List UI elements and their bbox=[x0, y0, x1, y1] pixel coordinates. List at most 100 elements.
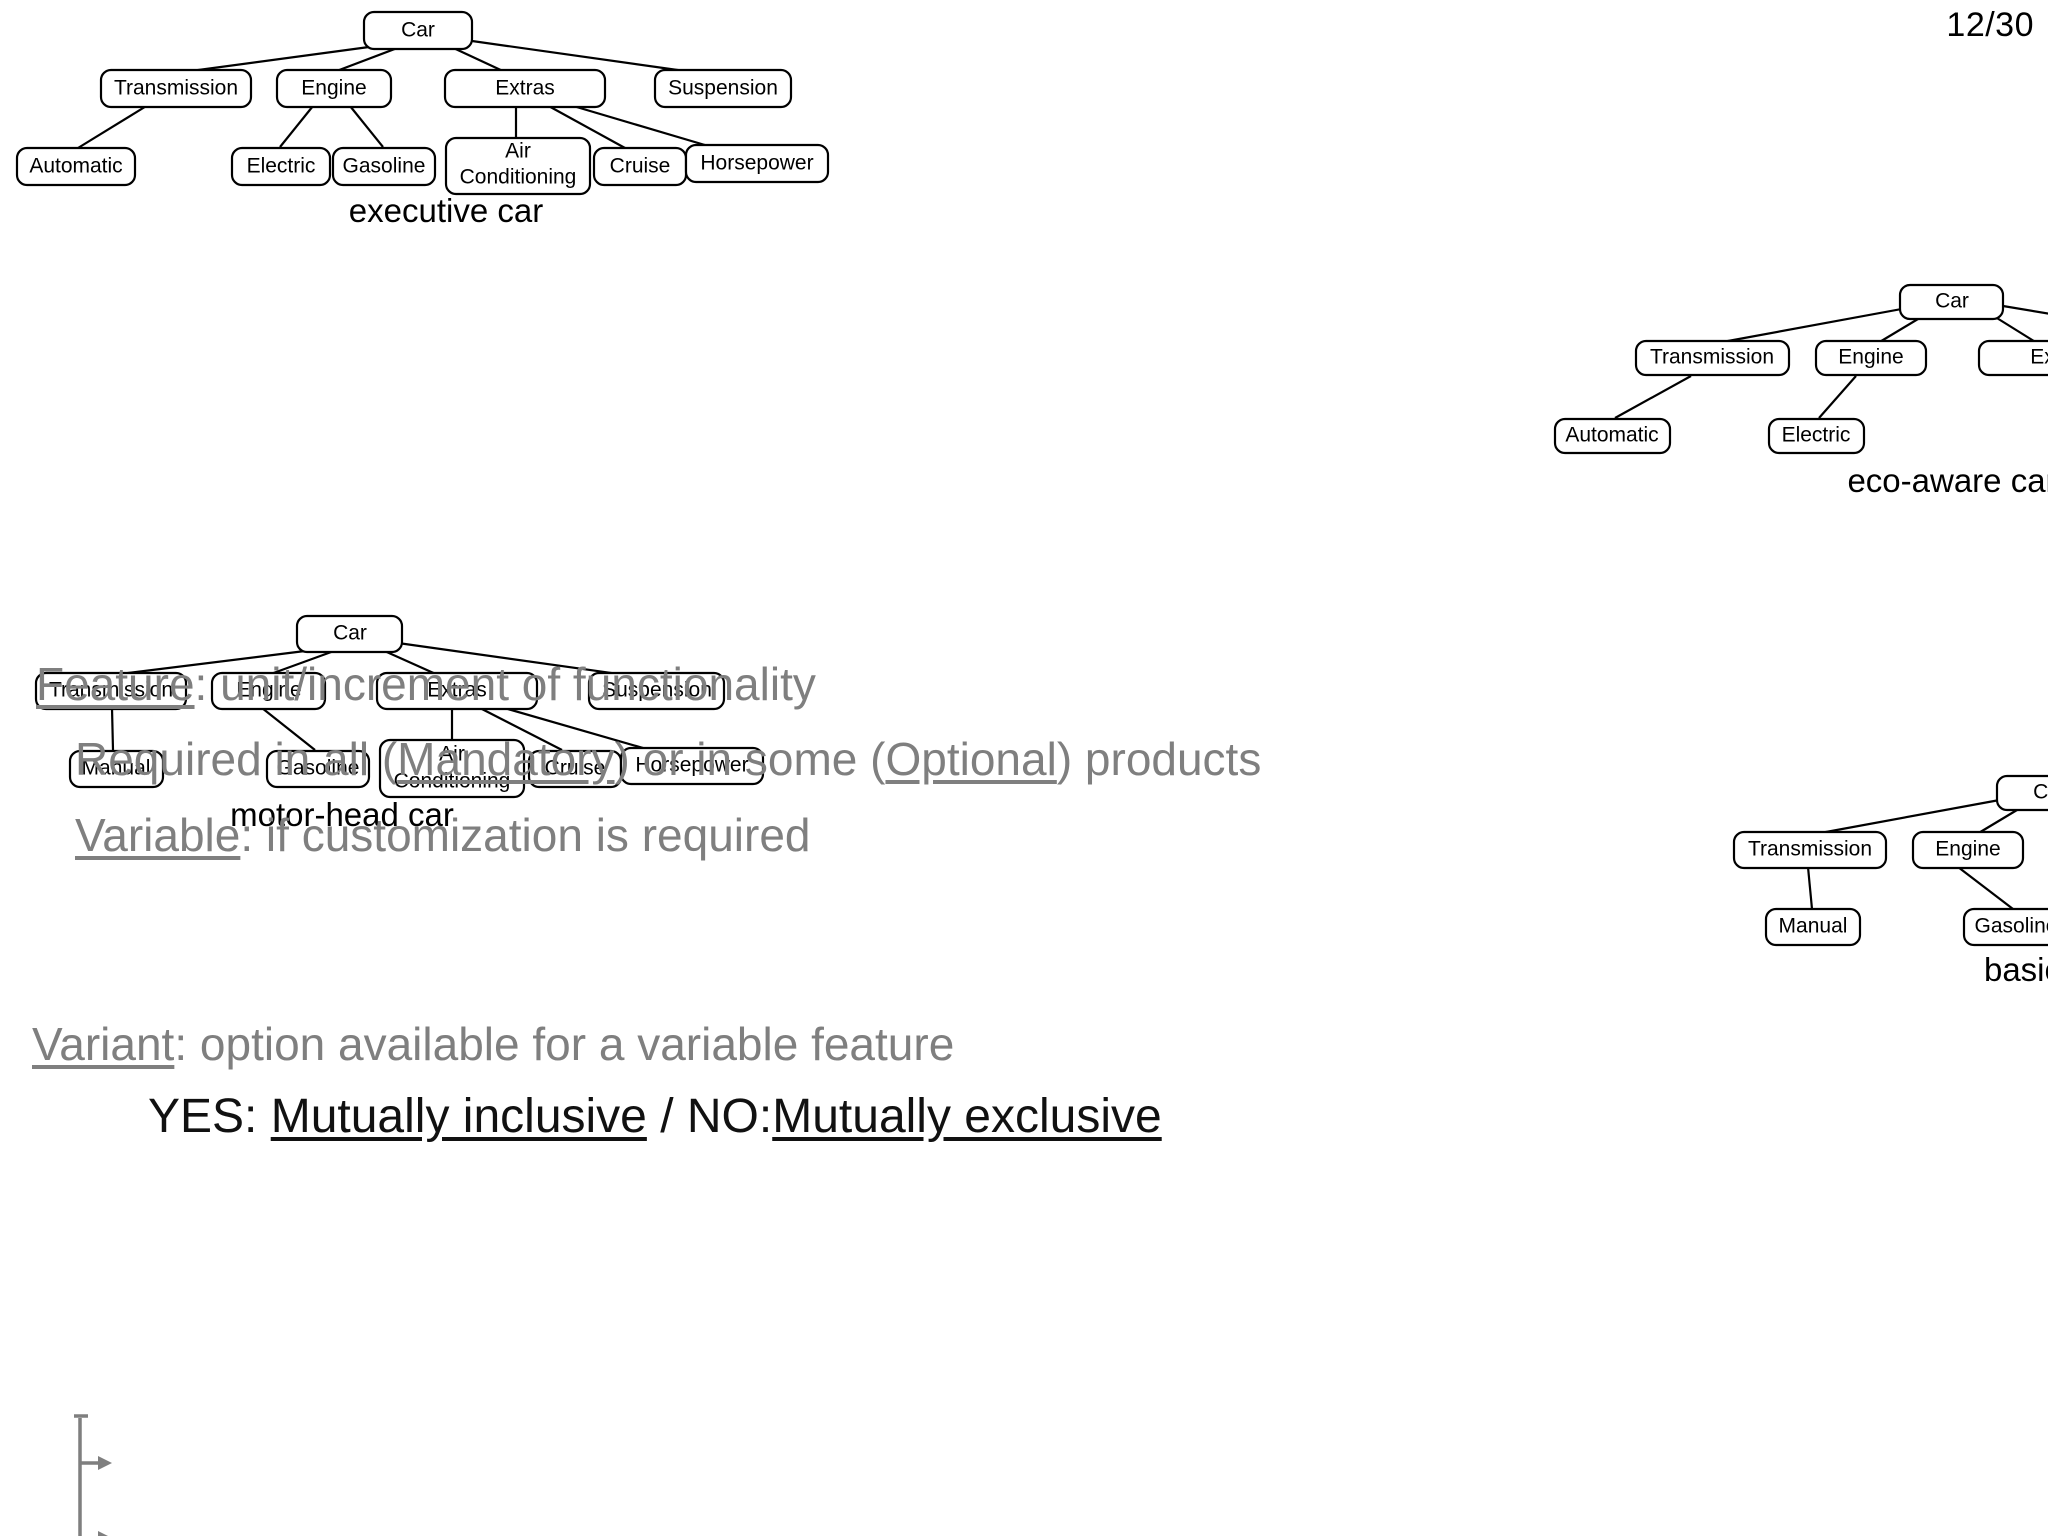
node-gasoline[interactable]: Gasoline bbox=[1962, 907, 2048, 947]
tree-caption-executive-car: executive car bbox=[349, 192, 543, 229]
tree-caption-eco-aware-car: eco-aware car bbox=[1847, 462, 2048, 499]
node-label: Car bbox=[1935, 290, 1969, 313]
node-air-conditioning[interactable]: Air Conditioning bbox=[378, 738, 526, 799]
note-no-value: Mutually exclusive bbox=[772, 1090, 1162, 1143]
node-automatic[interactable]: Automatic bbox=[15, 146, 137, 187]
node-engine[interactable]: Engine bbox=[1911, 830, 2025, 870]
tree-caption-basic-car: basic car bbox=[1984, 951, 2048, 988]
node-engine[interactable]: Engine bbox=[275, 68, 393, 109]
note-required-optional: Optional bbox=[885, 733, 1057, 785]
node-extras[interactable]: Extras bbox=[375, 671, 539, 711]
node-transmission[interactable]: Transmission bbox=[34, 671, 188, 711]
note-required: Required in all (Mandatory) or in some (… bbox=[75, 735, 1261, 784]
tree-caption-motor-head-car: motor-head car bbox=[230, 796, 454, 833]
node-label: Manual bbox=[1779, 915, 1848, 938]
node-label: Horsepower bbox=[635, 754, 748, 777]
node-label: Engine bbox=[236, 679, 301, 702]
tree-eco-aware-car: Car Transmission Engine Extras Suspensio… bbox=[1553, 283, 2048, 499]
node-label: Extras bbox=[495, 77, 555, 100]
note-separator: / bbox=[646, 1090, 687, 1143]
note-variable-term: Variable bbox=[75, 809, 241, 861]
node-car[interactable]: Car bbox=[1995, 774, 2048, 812]
node-extras[interactable]: Extras bbox=[1977, 339, 2048, 377]
node-gasoline[interactable]: Gasoline bbox=[265, 749, 371, 789]
node-label: Suspension bbox=[602, 679, 712, 702]
note-yes-label: YES: bbox=[148, 1090, 271, 1143]
note-yes-no: YES: Mutually inclusive / NO:Mutually ex… bbox=[148, 1090, 1162, 1143]
node-transmission[interactable]: Transmission bbox=[1634, 339, 1791, 377]
node-label: Gasoline bbox=[277, 757, 360, 780]
node-transmission[interactable]: Transmission bbox=[1732, 830, 1888, 870]
node-label: Automatic bbox=[29, 155, 122, 178]
node-label: Transmission bbox=[1748, 838, 1872, 861]
node-engine[interactable]: Engine bbox=[1814, 339, 1928, 377]
note-feature: Feature: unit/increment of functionality bbox=[36, 660, 816, 709]
note-required-pre: Required in all ( bbox=[75, 733, 398, 785]
node-car[interactable]: Car bbox=[295, 614, 404, 654]
node-transmission[interactable]: Transmission bbox=[99, 68, 253, 109]
note-variable: Variable: if customization is required bbox=[75, 811, 811, 860]
node-electric[interactable]: Electric bbox=[1767, 417, 1866, 455]
note-required-mandatory: Mandatory bbox=[397, 733, 615, 785]
node-label: Engine bbox=[301, 77, 366, 100]
tree-edges bbox=[110, 641, 651, 752]
node-label: Transmission bbox=[114, 77, 238, 100]
node-label: Gasoline bbox=[343, 155, 426, 178]
node-label: Manual bbox=[82, 757, 151, 780]
node-label: Electric bbox=[247, 155, 316, 178]
node-car[interactable]: Car bbox=[362, 10, 474, 51]
node-cruise[interactable]: Cruise bbox=[592, 146, 688, 187]
note-feature-def: : unit/increment of functionality bbox=[194, 658, 816, 710]
node-label: Air bbox=[505, 140, 531, 163]
node-suspension[interactable]: Suspension bbox=[587, 671, 726, 711]
note-variable-def: : if customization is required bbox=[240, 809, 811, 861]
node-engine[interactable]: Engine bbox=[210, 671, 327, 711]
note-required-post: ) products bbox=[1056, 733, 1262, 785]
variant-dashed-connector bbox=[30, 1180, 290, 1510]
node-air-conditioning[interactable]: Air Conditioning bbox=[444, 136, 592, 196]
node-label: Suspension bbox=[668, 77, 778, 100]
node-automatic[interactable]: Automatic bbox=[1553, 417, 1672, 455]
node-label: Conditioning bbox=[460, 166, 577, 189]
node-label: Automatic bbox=[1565, 424, 1658, 447]
node-label: Car bbox=[401, 19, 435, 42]
node-label: Horsepower bbox=[700, 152, 813, 175]
note-variant: Variant: option available for a variable… bbox=[32, 1020, 954, 1069]
node-label: Car bbox=[333, 622, 367, 645]
note-no-label: NO: bbox=[686, 1090, 773, 1143]
node-label: Conditioning bbox=[394, 770, 511, 793]
node-suspension[interactable]: Suspension bbox=[653, 68, 793, 109]
tree-executive-car: Car Transmission Engine Extras Suspensio… bbox=[15, 10, 830, 229]
node-horsepower[interactable]: Horsepower bbox=[619, 746, 765, 786]
node-label: Extras bbox=[2030, 346, 2048, 369]
node-horsepower[interactable]: Horsepower bbox=[684, 143, 830, 184]
node-label: Engine bbox=[1838, 346, 1903, 369]
note-variant-term: Variant bbox=[32, 1018, 175, 1070]
node-extras[interactable]: Extras bbox=[443, 68, 607, 109]
node-label: Extras bbox=[427, 679, 487, 702]
node-electric[interactable]: Electric bbox=[230, 146, 332, 187]
node-label: Car bbox=[2033, 781, 2048, 804]
page-number: 12/30 bbox=[1946, 6, 2034, 44]
note-feature-term: Feature bbox=[36, 658, 195, 710]
note-required-mid: ) or in some ( bbox=[614, 733, 886, 785]
node-manual[interactable]: Manual bbox=[68, 749, 165, 789]
node-cruise[interactable]: Cruise bbox=[527, 749, 623, 789]
feature-bracket-connector bbox=[74, 1414, 112, 1536]
node-gasoline[interactable]: Gasoline bbox=[331, 146, 437, 187]
node-label: Gasoline bbox=[1975, 915, 2048, 938]
node-label: Transmission bbox=[1650, 346, 1774, 369]
bracket-arrowhead-1 bbox=[98, 1456, 112, 1470]
node-label: Air bbox=[439, 743, 465, 766]
bracket-arrowhead-2 bbox=[98, 1531, 108, 1536]
note-yes-value: Mutually inclusive bbox=[270, 1090, 647, 1143]
node-car[interactable]: Car bbox=[1898, 283, 2005, 321]
note-variant-def: : option available for a variable featur… bbox=[174, 1018, 955, 1070]
node-label: Cruise bbox=[610, 155, 671, 178]
node-label: Transmission bbox=[49, 679, 173, 702]
node-label: Engine bbox=[1935, 838, 2000, 861]
node-manual[interactable]: Manual bbox=[1764, 907, 1862, 947]
node-label: Cruise bbox=[545, 757, 606, 780]
tree-motor-head-car: Car Transmission Engine Extras Suspensio… bbox=[34, 614, 765, 833]
